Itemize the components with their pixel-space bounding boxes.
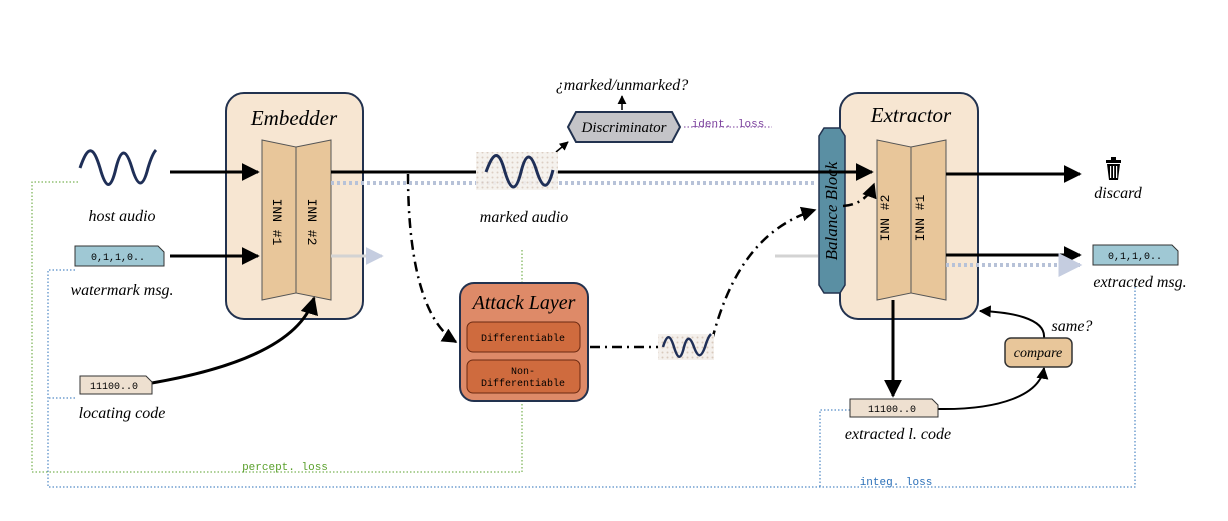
- compare-input-arrow: [937, 366, 1049, 411]
- discriminator-input-arrow: [555, 141, 569, 153]
- host-audio-label: host audio: [88, 208, 155, 225]
- non-differentiable-label-2: Differentiable: [481, 378, 565, 390]
- non-differentiable-box: [466, 359, 581, 394]
- discard-label: discard: [1094, 185, 1142, 202]
- extracted-msg-tag: [1092, 244, 1179, 266]
- differentiable-label: Differentiable: [481, 333, 565, 345]
- differentiable-box: [466, 321, 581, 353]
- same-label: same?: [1052, 318, 1093, 335]
- extracted-msg-bits: 0,1,1,0..: [1108, 252, 1162, 263]
- marked-unmarked-label: ¿marked/unmarked?: [556, 77, 688, 94]
- balance-block-label: Balance Block: [822, 161, 841, 260]
- extracted-code-label: extracted l. code: [845, 426, 951, 443]
- attack-path-lines: [406, 173, 877, 349]
- compare-label: compare: [1014, 346, 1062, 361]
- percept-loss-label: percept. loss: [242, 462, 328, 474]
- watermark-msg-tag: [74, 245, 165, 267]
- discriminator-label: Discriminator: [580, 120, 666, 136]
- gray-dotted-lines: [331, 181, 1083, 277]
- attacked-audio-wave-icon: [661, 333, 712, 358]
- embedder-inn-2: [295, 139, 332, 301]
- attack-layer-title: Attack Layer: [471, 292, 576, 314]
- extracted-msg-label: extracted msg.: [1093, 274, 1186, 291]
- compare-box: [1004, 337, 1073, 368]
- extractor-title: Extractor: [870, 103, 952, 127]
- integ-loss-line: [47, 269, 1136, 488]
- watermark-msg-label: watermark msg.: [70, 282, 173, 299]
- integ-loss-label: integ. loss: [860, 477, 933, 489]
- host-audio-wave-icon: [78, 148, 158, 186]
- embedder-title: Embedder: [250, 106, 338, 130]
- non-differentiable-label-1: Non-: [511, 367, 535, 378]
- watermark-msg-bits: 0,1,1,0..: [91, 253, 145, 264]
- ident-loss-label: ident. loss: [692, 119, 765, 131]
- discriminator-block: [566, 111, 682, 143]
- extractor-inn-1: [910, 139, 947, 301]
- embedder-inn-1-label: INN #1: [269, 199, 284, 246]
- extracted-code-bits: 11100..0: [868, 405, 916, 416]
- extractor-inn-2-label: INN #2: [878, 195, 893, 242]
- compare-output-arrow: [978, 305, 1046, 339]
- main-flow-lines: [145, 163, 1082, 398]
- extractor-inn-1-label: INN #1: [913, 194, 928, 241]
- embedder-inn-2-label: INN #2: [304, 199, 319, 246]
- trash-icon: [1106, 157, 1121, 180]
- marked-audio-wave-icon: [484, 154, 555, 189]
- locating-code-label: locating code: [79, 405, 166, 422]
- marked-audio-label: marked audio: [480, 209, 568, 226]
- locating-code-bits: 11100..0: [90, 382, 138, 393]
- locating-code-tag: [79, 375, 153, 395]
- balance-block: [818, 127, 846, 294]
- extracted-code-tag: [849, 398, 939, 418]
